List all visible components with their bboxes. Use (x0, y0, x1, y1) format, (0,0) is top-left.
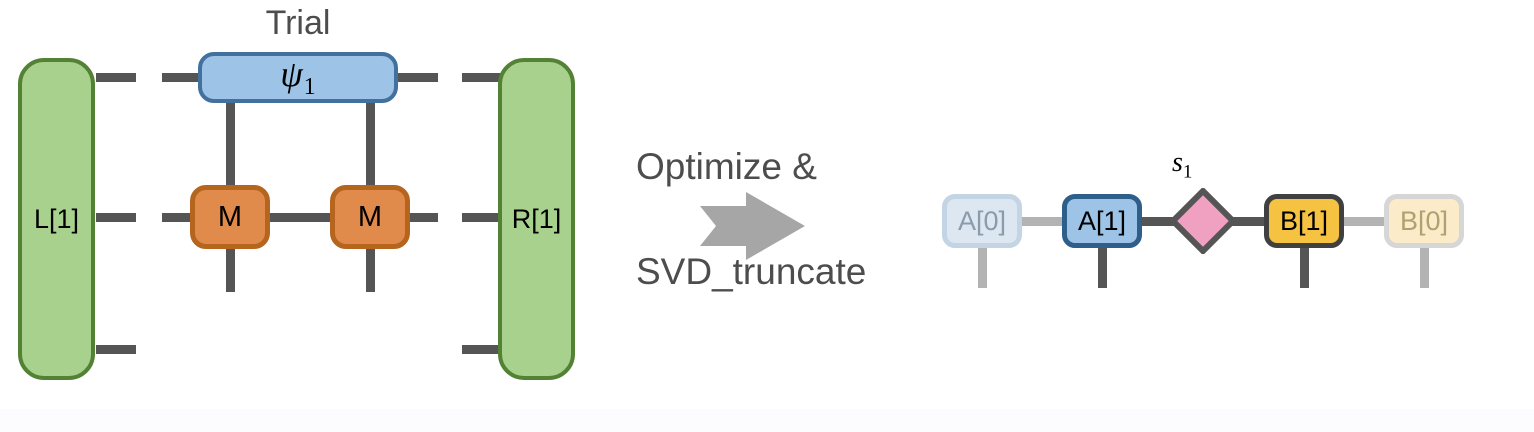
footer-band (0, 409, 1534, 432)
operation-caption-line2: SVD_truncate (636, 250, 867, 292)
environment-tensor-R1-label: R[1] (511, 203, 562, 234)
wire-M2-free-leg (366, 244, 375, 292)
trial-tensor-psi1-label: ψ1 (280, 56, 315, 99)
wire-B1-free-leg (1300, 243, 1309, 288)
wire-A1-free-leg (1098, 243, 1107, 288)
wire-M1-free-leg (226, 244, 235, 292)
wire-A1-s1-link (1136, 217, 1184, 226)
psi-base: ψ (280, 53, 303, 94)
trial-heading: Trial (265, 4, 331, 42)
wire-B0-free-leg (1420, 243, 1429, 288)
wire-s1-B1-link (1222, 217, 1271, 226)
operation-caption: Optimize & SVD_truncate (636, 88, 866, 351)
wire-M1-M2-link (264, 213, 338, 222)
mps-node-A0-label: A[0] (957, 205, 1007, 236)
operation-caption-line1: Optimize & (636, 145, 817, 187)
s1-subscript: 1 (1182, 161, 1193, 183)
mpo-tensor-M-right[interactable]: M (330, 185, 410, 249)
mps-node-A1-label: A[1] (1077, 205, 1127, 236)
wire-psi-right-stub (396, 73, 438, 82)
mpo-tensor-M-left[interactable]: M (190, 185, 270, 249)
mps-node-A1[interactable]: A[1] (1062, 194, 1142, 248)
wire-A0-A1-link (1016, 217, 1069, 226)
singular-values-label: s1 (1172, 147, 1192, 184)
singular-values-diamond[interactable] (1170, 188, 1236, 254)
wire-M1-left-stub (162, 213, 196, 222)
mps-node-B0-label: B[0] (1399, 205, 1449, 236)
wire-psi-M2-vertical (366, 100, 375, 194)
mps-node-A0[interactable]: A[0] (942, 194, 1022, 248)
mps-node-B0[interactable]: B[0] (1384, 194, 1464, 248)
wire-L1-mid-stub (96, 213, 136, 222)
mpo-tensor-M-right-label: M (357, 200, 383, 233)
mps-node-B1-label: B[1] (1279, 205, 1329, 236)
environment-tensor-L1[interactable]: L[1] (18, 58, 95, 380)
wire-R1-bottom-stub (462, 345, 502, 354)
environment-tensor-R1[interactable]: R[1] (498, 58, 575, 380)
wire-B1-B0-link (1339, 217, 1391, 226)
arrow-right-icon (700, 192, 805, 260)
trial-tensor-psi1[interactable]: ψ1 (198, 52, 398, 103)
wire-M2-right-stub (404, 213, 438, 222)
wire-psi-left-stub (162, 73, 204, 82)
wire-R1-mid-stub (462, 213, 502, 222)
environment-tensor-L1-label: L[1] (33, 203, 80, 234)
wire-L1-bottom-stub (96, 345, 136, 354)
mps-node-B1[interactable]: B[1] (1264, 194, 1344, 248)
wire-R1-top-stub (462, 73, 502, 82)
wire-L1-top-stub (96, 73, 136, 82)
mpo-tensor-M-left-label: M (217, 200, 243, 233)
s1-base: s (1172, 147, 1183, 178)
wire-psi-M1-vertical (226, 100, 235, 194)
wire-A0-free-leg (978, 243, 987, 288)
psi-subscript: 1 (303, 74, 316, 101)
